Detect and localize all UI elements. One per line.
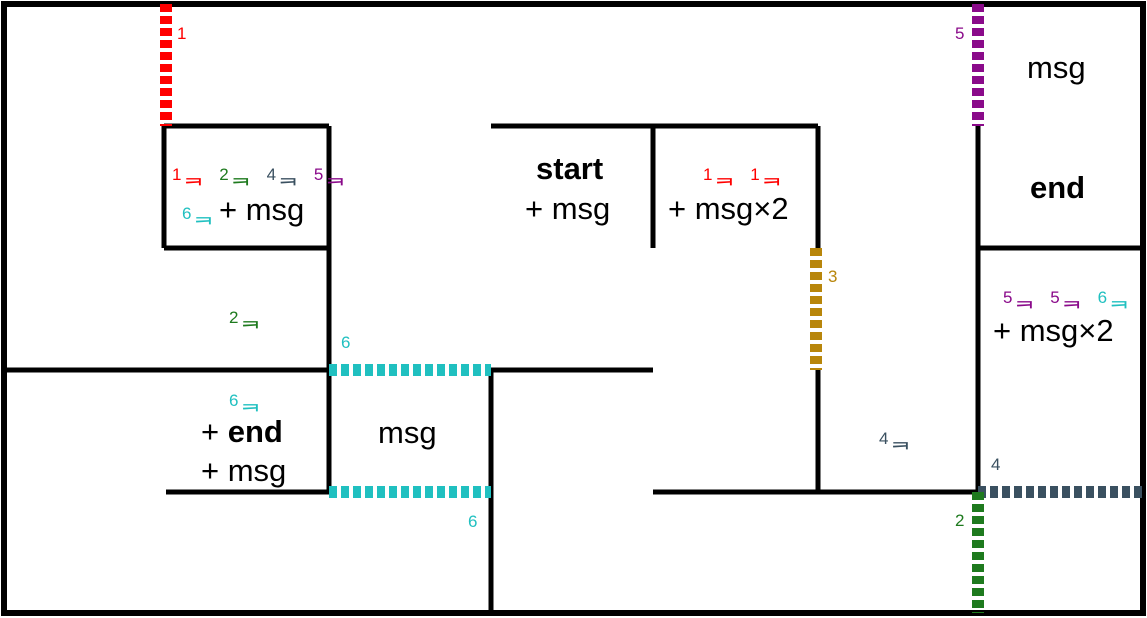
- right-end-title: end: [1030, 170, 1086, 205]
- center-lower-text: msg: [378, 415, 437, 450]
- key-4-icon: 4ᆿ: [879, 426, 912, 453]
- lower-left-reward: + msg: [201, 453, 287, 488]
- door-4-label: 4: [991, 455, 1001, 474]
- key-5-icon: 5ᆿ: [1003, 285, 1036, 312]
- door-5-label: 5: [955, 24, 965, 43]
- center-right-keys: 1ᆿ 1ᆿ: [703, 164, 783, 188]
- key-1-icon: 1ᆿ: [703, 162, 736, 189]
- key-1-icon: 1ᆿ: [750, 162, 783, 189]
- key-6-icon: 6ᆿ: [182, 201, 215, 228]
- lower-left-keys: 6ᆿ: [229, 390, 262, 414]
- right-lower-keys: 5ᆿ 5ᆿ 6ᆿ: [1003, 287, 1130, 311]
- door-6-top-label: 6: [341, 333, 351, 352]
- start-reward: + msg: [525, 191, 611, 226]
- top-right-text: msg: [1027, 50, 1086, 85]
- key-5-icon: 5ᆿ: [313, 162, 347, 189]
- right-lower-reward: + msg×2: [993, 313, 1114, 348]
- door-6-bottom-label: 6: [468, 512, 478, 531]
- lower-left-end-line: + end: [201, 414, 283, 449]
- key-2-icon: 2ᆿ: [229, 305, 262, 332]
- door-2-label: 2: [955, 511, 965, 530]
- key-6-icon: 6ᆿ: [1097, 285, 1131, 312]
- left-middle-keys: 2ᆿ: [229, 307, 262, 331]
- corridor-right-keys: 4ᆿ: [879, 428, 912, 452]
- key-4-icon: 4ᆿ: [266, 162, 300, 189]
- top-left-room-key-row2: 6ᆿ: [182, 203, 215, 227]
- door-1-label: 1: [177, 24, 187, 43]
- center-right-reward: + msg×2: [668, 191, 789, 226]
- top-left-room-keys: 1ᆿ 2ᆿ 4ᆿ 5ᆿ: [172, 164, 346, 188]
- key-2-icon: 2ᆿ: [219, 162, 252, 189]
- key-5-icon: 5ᆿ: [1050, 285, 1083, 312]
- door-3-label: 3: [828, 267, 838, 286]
- top-left-room-reward: + msg: [219, 192, 305, 227]
- key-1-icon: 1ᆿ: [172, 162, 205, 189]
- start-title: start: [536, 151, 604, 186]
- key-6-icon: 6ᆿ: [229, 388, 262, 415]
